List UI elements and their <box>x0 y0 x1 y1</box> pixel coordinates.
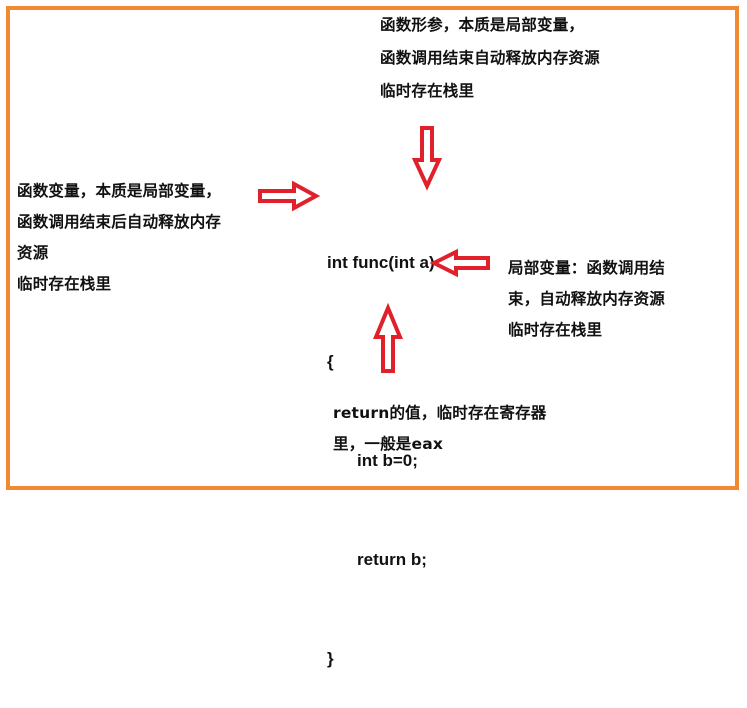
local-note-line: 局部变量：函数调用结 <box>508 259 666 277</box>
param-note: 函数形参，本质是局部变量， 函数调用结束自动释放内存资源 临时存在栈里 <box>380 10 600 107</box>
orange-border-frame <box>6 6 739 490</box>
return-value-note: return的值，临时存在寄存器 里，一般是eax <box>333 398 546 460</box>
function-note: 函数变量，本质是局部变量， 函数调用结束后自动释放内存 资源 临时存在栈里 <box>17 176 221 300</box>
arrow-right-icon <box>258 180 321 212</box>
function-note-line: 资源 <box>17 244 49 262</box>
function-note-line: 函数调用结束后自动释放内存 <box>17 213 222 231</box>
code-block: int func(int a) { int b=0; return b; } <box>327 180 435 708</box>
code-line-local-decl: int b=0; <box>357 451 418 470</box>
local-note-line: 临时存在栈里 <box>508 321 603 339</box>
code-line-return: return b; <box>357 550 427 569</box>
return-note-line: 里，一般是eax <box>333 435 444 453</box>
param-note-line: 函数形参，本质是局部变量， <box>380 16 585 34</box>
local-note-line: 束，自动释放内存资源 <box>508 290 666 308</box>
arrow-left-icon <box>429 248 490 278</box>
param-note-line: 临时存在栈里 <box>380 82 475 100</box>
code-line-signature: int func(int a) <box>327 253 435 272</box>
function-note-line: 临时存在栈里 <box>17 275 112 293</box>
local-variable-note: 局部变量：函数调用结 束，自动释放内存资源 临时存在栈里 <box>508 253 665 346</box>
arrow-up-icon <box>373 302 403 373</box>
arrow-down-icon <box>411 126 443 191</box>
param-note-line: 函数调用结束自动释放内存资源 <box>380 49 600 67</box>
function-note-line: 函数变量，本质是局部变量， <box>17 182 222 200</box>
return-note-line: return的值，临时存在寄存器 <box>333 404 547 422</box>
code-line-close-brace: } <box>327 649 334 668</box>
code-line-open-brace: { <box>327 352 334 371</box>
